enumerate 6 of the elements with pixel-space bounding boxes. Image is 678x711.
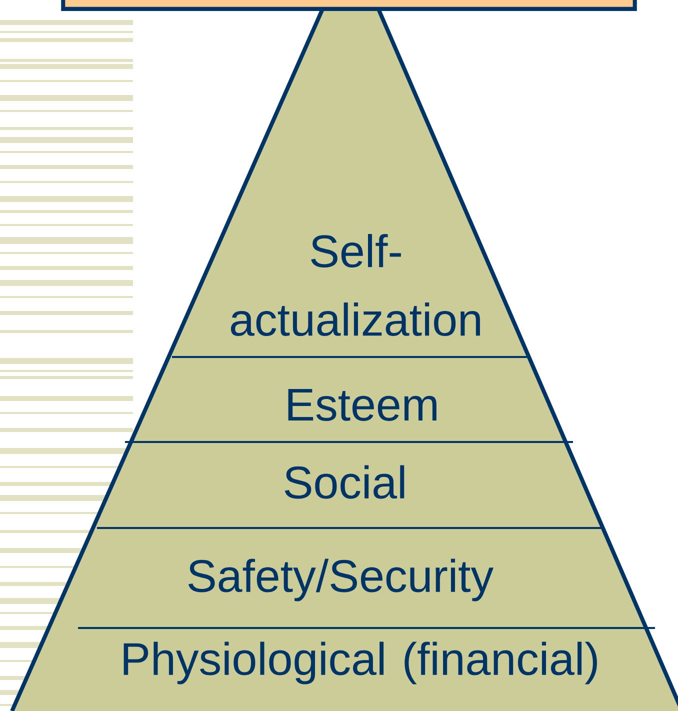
band-label: Physiological (financial) [124,642,597,684]
header-box [61,0,637,11]
band-label: Safety/Security [188,558,494,602]
band-label: Esteem [288,389,436,421]
band-label: Self-actualization [230,234,480,336]
band-label: Social [284,465,404,499]
